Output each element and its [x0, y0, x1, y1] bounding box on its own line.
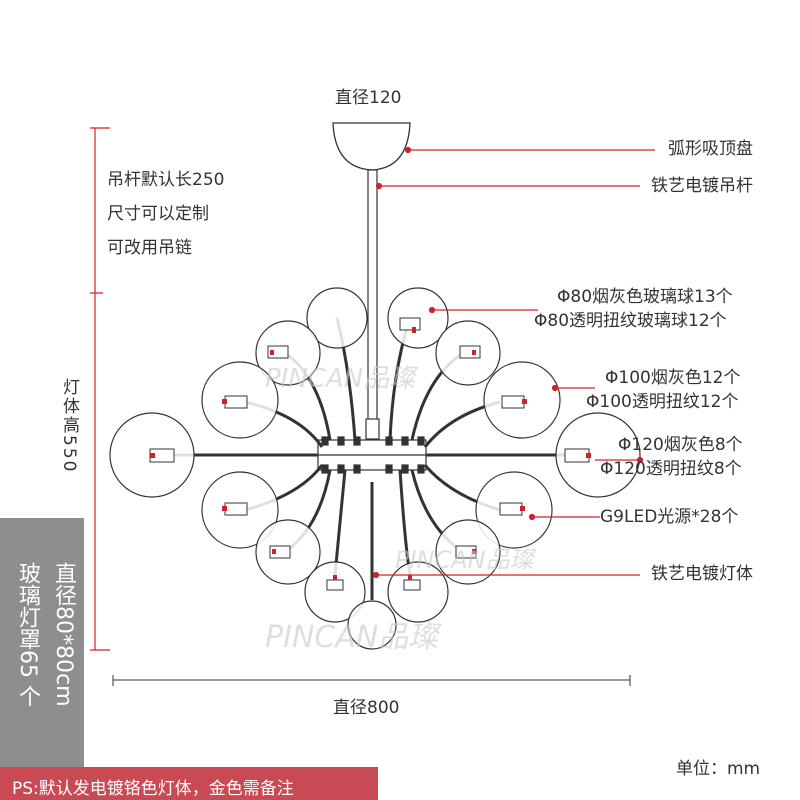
callout-ball100-smoke: Φ100烟灰色12个	[605, 368, 741, 388]
hub-body	[317, 436, 427, 474]
height-dimension	[90, 127, 110, 651]
bulb-filaments	[150, 327, 591, 580]
unit-label: 单位：mm	[676, 759, 761, 779]
callout-ball80-clear: Φ80透明扭纹玻璃球12个	[534, 311, 727, 331]
bottom-diameter-label: 直径800	[333, 698, 400, 718]
callout-ball120-smoke: Φ120烟灰色8个	[618, 435, 743, 455]
width-dimension	[112, 675, 631, 686]
bulb-sockets	[149, 317, 590, 591]
glass-info-box: 直径80*80cm 玻璃灯罩65 个	[0, 518, 84, 770]
callout-rod: 铁艺电镀吊杆	[651, 176, 753, 196]
callout-body: 铁艺电镀灯体	[651, 564, 753, 584]
glass-size-note: 直径80*80cm	[51, 562, 76, 707]
callout-ball100-clear: Φ100透明扭纹12个	[586, 392, 739, 412]
callout-ball120-clear: Φ120透明扭纹8个	[600, 459, 742, 479]
glass-globes	[109, 287, 641, 650]
rod-chain-note: 可改用吊链	[107, 238, 192, 258]
ps-note: PS:默认发电镀铬色灯体，金色需备注	[12, 779, 294, 799]
callout-light-source: G9LED光源*28个	[600, 507, 739, 527]
top-diameter-label: 直径120	[335, 88, 402, 108]
rod-custom-note: 尺寸可以定制	[107, 204, 209, 224]
callout-ball80-smoke: Φ80烟灰色玻璃球13个	[557, 287, 733, 307]
leader-lines	[372, 146, 655, 579]
glass-count-note: 玻璃灯罩65 个	[15, 562, 40, 707]
ps-note-bar: PS:默认发电镀铬色灯体，金色需备注	[0, 767, 378, 800]
callout-canopy: 弧形吸顶盘	[668, 139, 753, 159]
height-label: 灯体高550	[59, 378, 79, 474]
watermark: PINCAN品璨	[265, 364, 416, 394]
watermark: PINCAN品璨	[395, 546, 534, 574]
rod-length-note: 吊杆默认长250	[107, 170, 225, 190]
watermark: PINCAN品璨	[265, 620, 439, 655]
canopy-shape	[332, 122, 411, 171]
